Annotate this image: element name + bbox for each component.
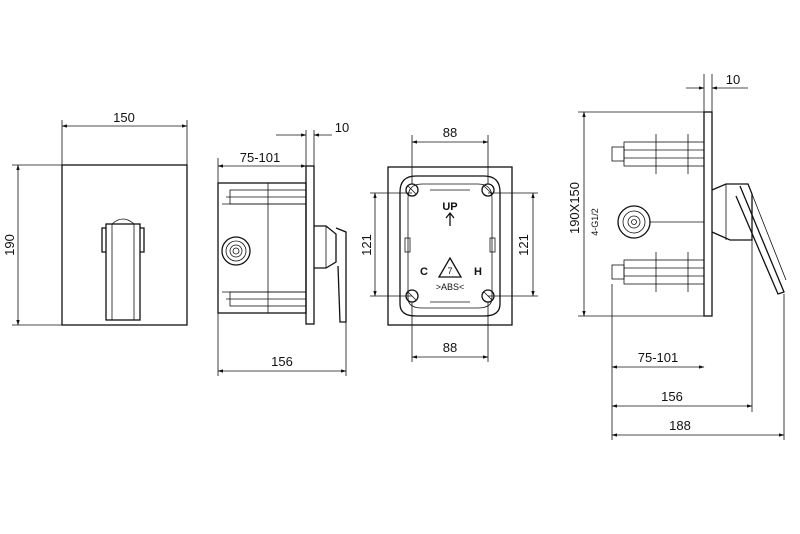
- up-arrow-icon: [445, 211, 455, 226]
- section-plate-dimension: 10: [686, 72, 748, 112]
- hot-label: H: [474, 266, 482, 278]
- section-depth-dimension: 75-101: [611, 284, 705, 374]
- recycle-icon: 7: [437, 256, 463, 278]
- back-right-height-dimension: 121: [488, 192, 538, 297]
- side-depth-label: 75-101: [240, 150, 280, 165]
- back-bottom-width-label: 88: [443, 340, 457, 355]
- section-depth-label: 75-101: [638, 350, 678, 365]
- section-total-label: 188: [669, 418, 691, 433]
- back-top-width-dimension: 88: [411, 125, 489, 184]
- material-label: >ABS<: [436, 282, 465, 292]
- cold-label: C: [420, 266, 428, 278]
- front-width-dimension: 150: [61, 110, 188, 165]
- back-left-height-label: 121: [359, 234, 374, 256]
- side-plate-dimension: 10: [276, 120, 349, 166]
- section-lower-pipe: [611, 252, 705, 292]
- section-total-dimension: 188: [611, 294, 785, 440]
- section-body-dimension: 156: [611, 240, 753, 440]
- side-plate-label: 10: [335, 120, 349, 135]
- front-view: 150 190: [2, 110, 188, 326]
- section-view: 10 190X150 4-G1/2 75-101 156 188: [567, 72, 787, 440]
- side-total-dimension: 156: [217, 313, 347, 376]
- side-depth-dimension: 75-101: [217, 150, 307, 183]
- front-height-dimension: 190: [2, 164, 62, 326]
- side-handle: [314, 225, 347, 323]
- section-inlet-fitting: [617, 205, 704, 239]
- section-plate-label: 10: [726, 72, 740, 87]
- back-view: UP C H 7 >ABS< 88 88 121: [359, 125, 538, 362]
- lever-handle: [101, 218, 145, 321]
- section-size-dimension: 190X150: [567, 111, 704, 317]
- side-view: 10 75-101 156: [217, 120, 349, 376]
- side-total-label: 156: [271, 354, 293, 369]
- section-upper-pipe: [611, 134, 705, 174]
- section-cover-plate: [703, 111, 713, 317]
- back-right-height-label: 121: [516, 234, 531, 256]
- recycle-number: 7: [447, 266, 452, 276]
- back-top-width-label: 88: [443, 125, 457, 140]
- front-height-label: 190: [2, 234, 17, 256]
- up-label: UP: [442, 201, 457, 213]
- back-mounting-box: [399, 175, 501, 317]
- back-left-height-dimension: 121: [359, 192, 412, 297]
- back-cover-plate: [387, 166, 513, 326]
- side-cover-plate: [305, 165, 315, 325]
- section-body-label: 156: [661, 389, 683, 404]
- back-bottom-width-dimension: 88: [411, 302, 489, 362]
- front-width-label: 150: [113, 110, 135, 125]
- front-cover-plate: [61, 164, 188, 326]
- section-handle: [711, 183, 787, 295]
- section-thread-label: 4-G1/2: [590, 208, 600, 236]
- section-size-label: 190X150: [567, 182, 582, 234]
- side-inlet-fitting: [221, 236, 251, 266]
